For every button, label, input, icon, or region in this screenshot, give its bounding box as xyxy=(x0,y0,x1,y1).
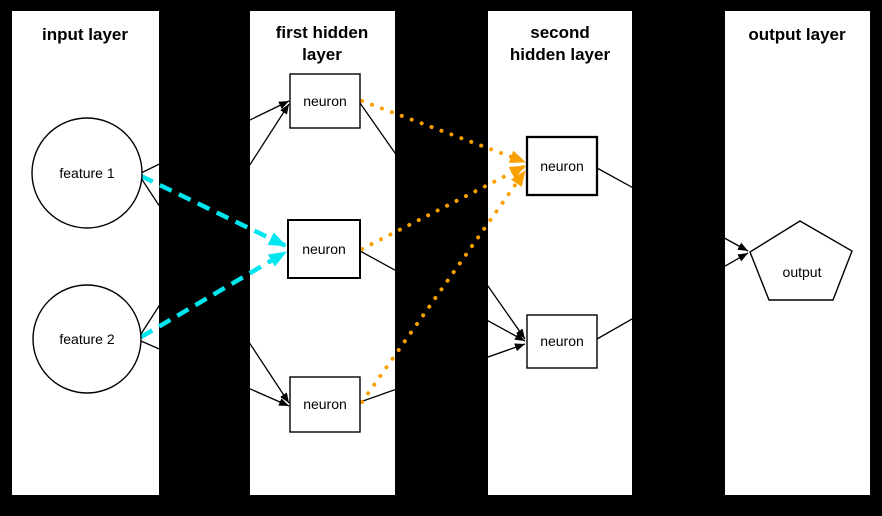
hidden1-neuron-top-node xyxy=(289,73,361,129)
feature-1-label: feature 1 xyxy=(59,165,114,181)
edge-hidden2-top-to-output xyxy=(596,167,749,252)
hidden1-neuron-middle-node-highlighted xyxy=(287,219,361,279)
first-hidden-layer-title-line1: first hidden xyxy=(276,23,369,42)
edge-feature1-to-hidden1-bottom xyxy=(140,177,290,404)
hidden1-neuron-middle-label: neuron xyxy=(302,241,346,257)
second-hidden-layer-title-line2: hidden layer xyxy=(510,45,611,64)
second-hidden-layer-title-line1: second xyxy=(530,23,590,42)
input-layer-panel xyxy=(12,11,159,495)
edge-feature2-to-hidden1-top xyxy=(140,103,290,335)
feature-2-label: feature 2 xyxy=(59,331,114,347)
second-hidden-layer-panel xyxy=(488,11,632,495)
output-label: output xyxy=(783,264,822,280)
hidden2-neuron-top-node-highlighted xyxy=(525,135,599,197)
edge-hidden1-bottom-to-hidden2-bottom xyxy=(359,343,526,403)
feature-1-node xyxy=(31,117,143,229)
hidden1-neuron-bottom-label: neuron xyxy=(303,396,347,412)
output-layer-title: output layer xyxy=(748,25,846,44)
cyan-dashed-edge-feature1-to-hidden1-middle xyxy=(140,173,287,249)
output-node xyxy=(749,220,853,301)
hidden2-neuron-top-label: neuron xyxy=(540,158,584,174)
first-hidden-layer-title-line2: layer xyxy=(302,45,342,64)
cyan-dashed-edge-feature2-to-hidden1-middle xyxy=(139,250,288,339)
edge-feature1-to-hidden1-top xyxy=(140,100,290,174)
edge-hidden1-middle-to-hidden2-bottom xyxy=(359,250,526,342)
edge-hidden2-bottom-to-output xyxy=(596,252,749,340)
edge-hidden1-top-to-hidden2-bottom xyxy=(359,102,526,340)
edge-feature2-to-hidden1-bottom xyxy=(140,340,290,407)
hidden2-neuron-bottom-label: neuron xyxy=(540,333,584,349)
orange-dotted-edge-hidden1-middle-to-hidden2-top xyxy=(360,164,527,251)
input-layer-title: input layer xyxy=(42,25,128,44)
hidden2-neuron-bottom-node xyxy=(526,314,598,369)
feature-2-node xyxy=(32,284,142,394)
hidden1-neuron-top-label: neuron xyxy=(303,93,347,109)
hidden1-neuron-bottom-node xyxy=(289,376,361,433)
